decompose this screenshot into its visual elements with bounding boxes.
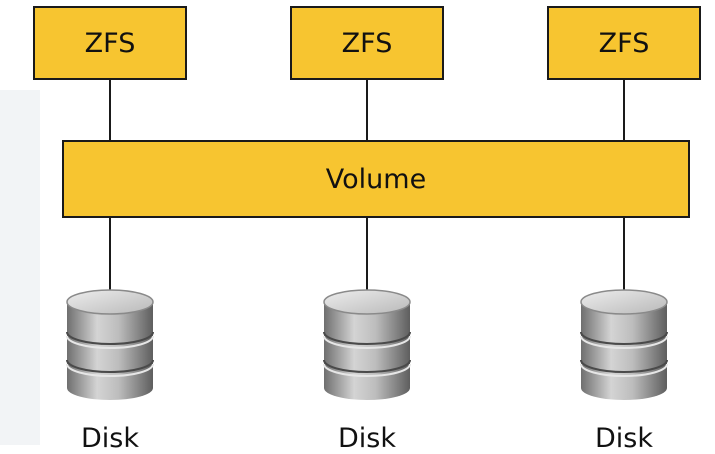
disk-label: Disk	[338, 423, 396, 454]
connector-line	[109, 80, 111, 140]
connector-line	[623, 80, 625, 140]
disk-icon	[580, 289, 668, 400]
zfs-box: ZFS	[547, 6, 701, 80]
disk-label: Disk	[81, 423, 139, 454]
volume-label: Volume	[325, 163, 427, 195]
background-panel	[0, 90, 40, 445]
connector-line	[109, 218, 111, 293]
connector-line	[623, 218, 625, 293]
connector-line	[366, 218, 368, 293]
zfs-label: ZFS	[84, 27, 136, 59]
disk-icon	[323, 289, 411, 400]
disk-label: Disk	[595, 423, 653, 454]
zfs-box: ZFS	[33, 6, 187, 80]
disk-icon	[66, 289, 154, 400]
zfs-label: ZFS	[598, 27, 650, 59]
volume-box: Volume	[62, 140, 690, 218]
connector-line	[366, 80, 368, 140]
zfs-box: ZFS	[290, 6, 444, 80]
zfs-label: ZFS	[341, 27, 393, 59]
